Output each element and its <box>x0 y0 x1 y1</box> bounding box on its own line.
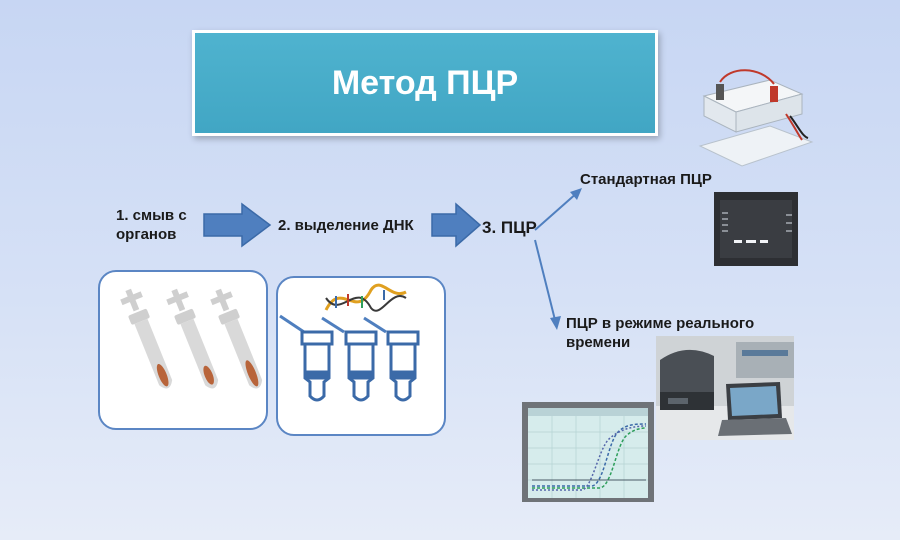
test-tube-icon <box>120 288 263 389</box>
title-banner: Метод ПЦР <box>192 30 658 136</box>
page-title: Метод ПЦР <box>331 63 519 102</box>
centrifuge-column-icon <box>279 283 420 402</box>
gel-image-icon <box>714 192 798 266</box>
step2-label: 2. выделение ДНК <box>278 217 414 234</box>
dna-helix-icon <box>324 283 407 312</box>
arrow-to-standard-pcr <box>534 188 582 231</box>
arrow-to-realtime-pcr <box>534 239 561 330</box>
standard-pcr-label: Стандартная ПЦР <box>580 171 712 188</box>
arrow-step1-to-step2 <box>203 202 272 248</box>
arrow-step2-to-step3 <box>431 202 482 248</box>
realtime-pcr-label: ПЦР в режиме реального времени <box>566 315 755 351</box>
amplification-plot-icon <box>522 402 654 502</box>
step3-label: 3. ПЦР <box>482 218 537 237</box>
step1-label: 1. смыв с органов <box>116 207 187 243</box>
realtime-pcr-machine-icon <box>656 336 794 440</box>
electrophoresis-apparatus-icon <box>698 69 814 167</box>
